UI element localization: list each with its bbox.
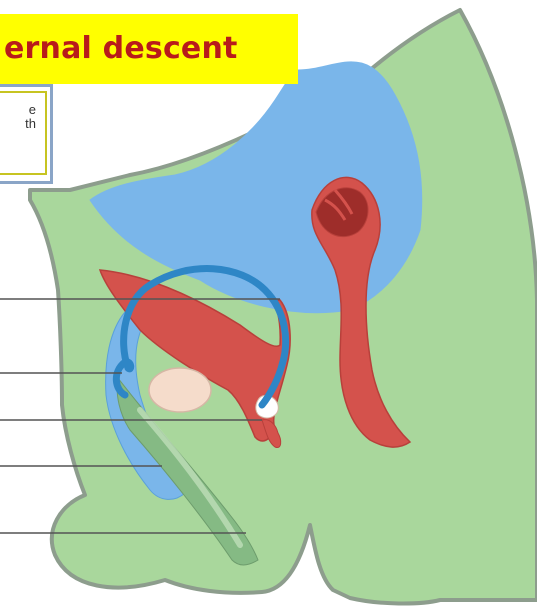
caption-line-2: th	[0, 117, 45, 131]
title-banner: ernal descent	[0, 14, 298, 84]
diagram-title: ernal descent	[4, 34, 298, 64]
caption-box: e th	[0, 84, 53, 184]
testis-oval	[149, 368, 211, 412]
caption-line-1: e	[0, 103, 45, 117]
caption-inner-frame: e th	[0, 91, 47, 175]
